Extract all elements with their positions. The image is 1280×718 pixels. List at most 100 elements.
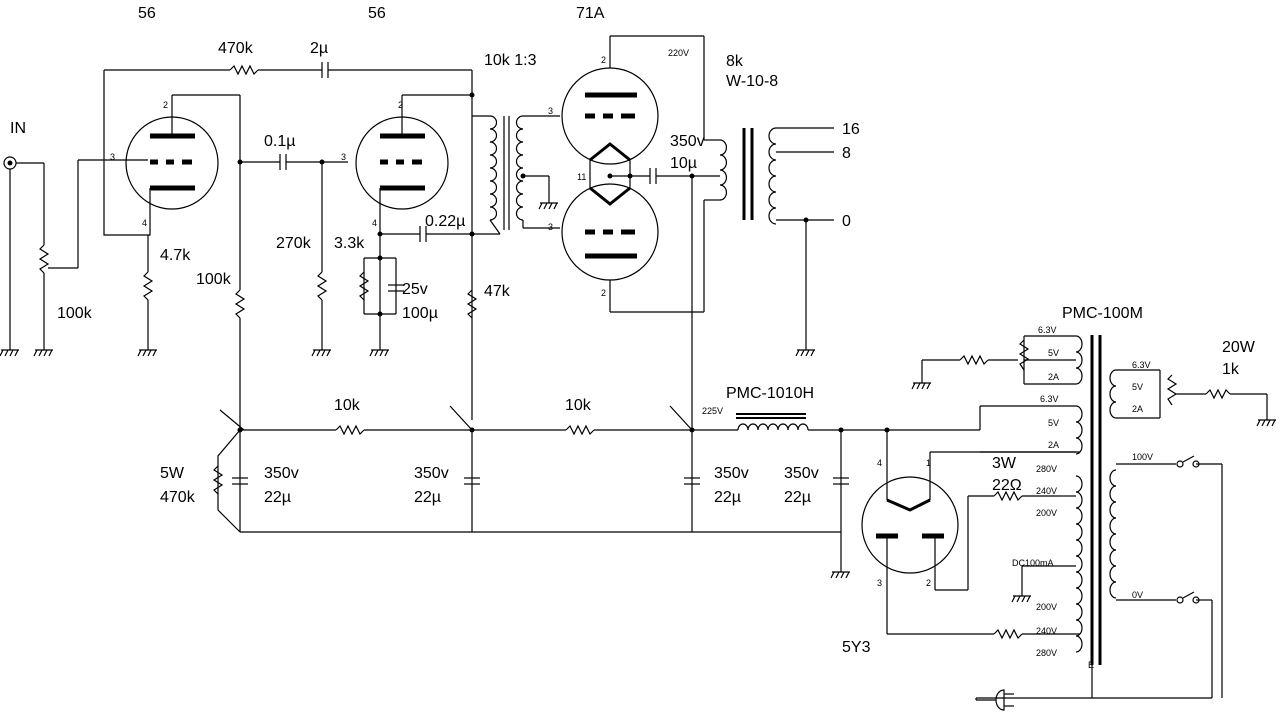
coupling-cap-label: 0.1µ bbox=[264, 133, 295, 150]
tube-v1 bbox=[103, 70, 240, 236]
input-potentiometer bbox=[38, 159, 128, 350]
pin-v3b-grid: 3 bbox=[548, 222, 553, 232]
cap1-value: 22µ bbox=[264, 489, 291, 506]
tube-v3-label: 71A bbox=[576, 5, 605, 22]
ac-plug-icon bbox=[975, 689, 1092, 711]
bleeder-w-label: 5W bbox=[160, 465, 185, 482]
tube-v3-upper bbox=[561, 35, 720, 165]
heater-pot-right bbox=[1166, 374, 1268, 420]
rectifier-label: 5Y3 bbox=[842, 639, 871, 656]
drop-r2-label: 10k bbox=[565, 397, 592, 414]
tap-top-2a: 2A bbox=[1048, 372, 1059, 382]
pin-rect-3: 3 bbox=[877, 578, 882, 588]
plate-r1-label: 100k bbox=[196, 271, 232, 288]
pin-v3b-plate: 2 bbox=[601, 288, 606, 298]
tube-v2-label: 56 bbox=[368, 5, 386, 22]
output-cap-voltage: 350v bbox=[670, 133, 705, 150]
pin-v2-cathode: 4 bbox=[372, 218, 377, 228]
tap-16: 16 bbox=[842, 121, 860, 138]
cap2-value: 22µ bbox=[414, 489, 441, 506]
input-label: IN bbox=[10, 120, 26, 137]
pin-rect-4: 4 bbox=[877, 458, 882, 468]
b-plus-rail bbox=[219, 405, 980, 533]
pin-v3-fil: 11 bbox=[577, 172, 586, 182]
cap2-voltage: 350v bbox=[414, 465, 449, 482]
drop-r1-label: 10k bbox=[334, 397, 361, 414]
tube-v3-lower bbox=[561, 183, 720, 313]
cap4-value: 22µ bbox=[784, 489, 811, 506]
series-r-w: 3W bbox=[992, 455, 1017, 472]
tube-v2 bbox=[355, 92, 475, 350]
coupling-cap bbox=[240, 154, 348, 350]
plate-r2-label: 47k bbox=[484, 283, 511, 300]
pin-v2-grid: 3 bbox=[341, 152, 346, 162]
pin-rect-2: 2 bbox=[926, 578, 931, 588]
bypass-voltage-label: 25v bbox=[402, 281, 428, 298]
cap4-voltage: 350v bbox=[784, 465, 819, 482]
tap-240v-a: 240V bbox=[1036, 486, 1057, 496]
tap-right-2a: 2A bbox=[1132, 404, 1143, 414]
cap3-value: 22µ bbox=[714, 489, 741, 506]
tap-top-6v3: 6.3V bbox=[1038, 325, 1057, 335]
feedback-resistor-label: 470k bbox=[218, 40, 254, 57]
input-pot-label: 100k bbox=[57, 305, 93, 322]
primary-100v: 100V bbox=[1132, 452, 1153, 462]
pin-v2-plate: 2 bbox=[398, 100, 403, 110]
cathode-r1-label: 4.7k bbox=[160, 247, 191, 264]
tap-mid-6v3: 6.3V bbox=[1040, 394, 1059, 404]
interstage-label: 10k 1:3 bbox=[484, 52, 537, 69]
tap-mid-2a: 2A bbox=[1048, 440, 1059, 450]
ground-symbols bbox=[0, 202, 1276, 603]
cap1-voltage: 350v bbox=[264, 465, 299, 482]
feedback-network bbox=[104, 62, 473, 420]
tap-280v-a: 280V bbox=[1036, 464, 1057, 474]
interstage-transformer bbox=[472, 115, 560, 235]
feedback-cap-label: 2µ bbox=[310, 40, 328, 57]
series-r-value: 22Ω bbox=[992, 477, 1022, 494]
plate-resistor-1 bbox=[234, 95, 246, 430]
b-plus-220-label: 220V bbox=[668, 48, 689, 58]
grid-r2-label: 270k bbox=[276, 235, 312, 252]
stage2-cathode bbox=[358, 226, 500, 317]
power-trans-label: PMC-100M bbox=[1062, 305, 1143, 322]
pin-rect-1: 1 bbox=[926, 458, 931, 468]
filter-caps bbox=[232, 430, 849, 572]
tap-top-5v: 5V bbox=[1048, 348, 1059, 358]
cathode-r2-label: 3.3k bbox=[334, 235, 365, 252]
pin-v3a-grid: 3 bbox=[548, 106, 553, 116]
choke bbox=[736, 413, 809, 431]
bleeder-r-label: 470k bbox=[160, 489, 196, 506]
tap-240v-b: 240V bbox=[1036, 626, 1057, 636]
pin-v1-cathode: 4 bbox=[142, 218, 147, 228]
feedback-cap2-label: 0.22µ bbox=[425, 213, 465, 230]
dc-current-label: DC100mA bbox=[1012, 558, 1054, 568]
output-trans-model: W-10-8 bbox=[726, 73, 778, 90]
choke-voltage-label: 225V bbox=[702, 406, 723, 416]
cap3-voltage: 350v bbox=[714, 465, 749, 482]
bleeder-resistor bbox=[212, 429, 241, 533]
pin-v3a-plate: 2 bbox=[601, 55, 606, 65]
output-filament bbox=[589, 160, 720, 430]
pin-v1-grid: 3 bbox=[110, 152, 115, 162]
power-switch[interactable] bbox=[1176, 455, 1200, 604]
tap-0: 0 bbox=[842, 213, 851, 230]
tap-200v-a: 200V bbox=[1036, 508, 1057, 518]
output-trans-impedance: 8k bbox=[726, 53, 744, 70]
heater-w-label: 20W bbox=[1222, 339, 1256, 356]
output-transformer bbox=[719, 127, 834, 350]
tap-mid-5v: 5V bbox=[1048, 418, 1059, 428]
heater-r-label: 1k bbox=[1222, 361, 1240, 378]
tap-8: 8 bbox=[842, 145, 851, 162]
tap-right-5v: 5V bbox=[1132, 382, 1143, 392]
tap-right-6v3: 6.3V bbox=[1132, 360, 1151, 370]
plate-resistor-2 bbox=[466, 231, 478, 319]
tap-200v-b: 200V bbox=[1036, 602, 1057, 612]
primary-0v: 0V bbox=[1132, 590, 1143, 600]
heater-pot-left bbox=[921, 339, 1030, 383]
pin-v1-plate: 2 bbox=[163, 100, 168, 110]
power-transformer bbox=[979, 335, 1223, 699]
input-jack[interactable] bbox=[3, 156, 44, 350]
bypass-cap-label: 100µ bbox=[402, 305, 438, 322]
tube-v1-label: 56 bbox=[138, 5, 156, 22]
